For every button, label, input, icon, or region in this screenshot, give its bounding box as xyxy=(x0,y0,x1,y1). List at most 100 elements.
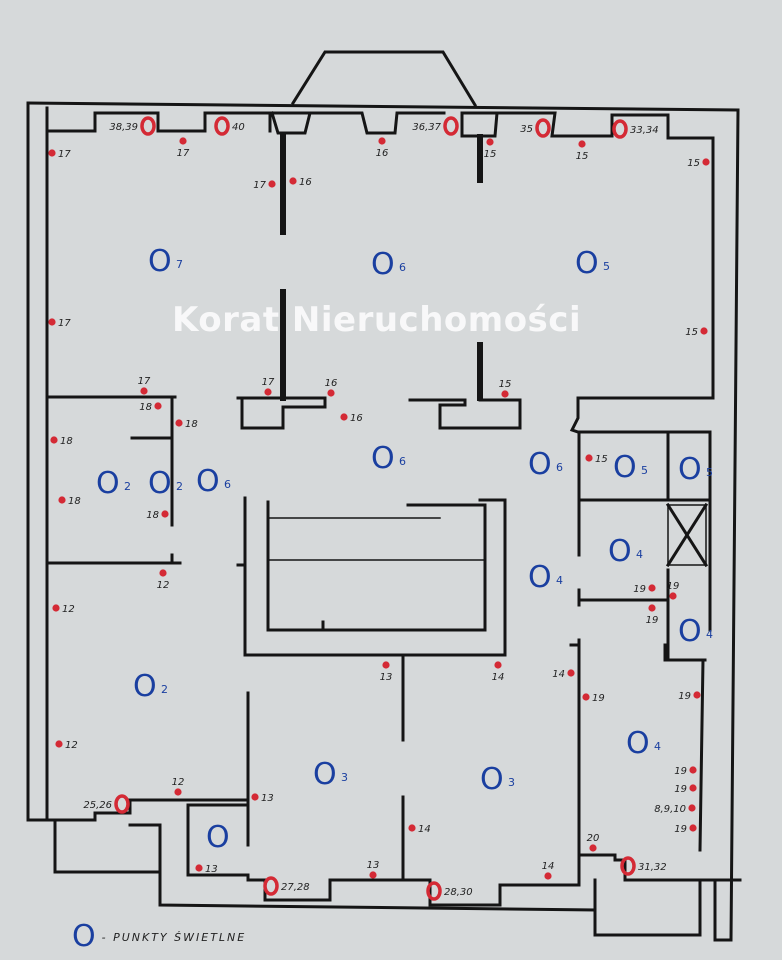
outlet-dot-icon xyxy=(340,413,348,421)
outlet: 14 xyxy=(492,661,504,683)
outlet: 17 xyxy=(48,149,71,160)
outlet-label: 16 xyxy=(376,148,389,159)
light-circuit: 2 xyxy=(161,683,168,696)
outlet: 19 xyxy=(678,691,701,702)
outlet-dot-icon xyxy=(589,844,597,852)
outlet-dot-icon xyxy=(48,318,56,326)
light-symbol: O xyxy=(371,441,395,476)
light-circuit: 2 xyxy=(124,480,131,493)
outlet-label: 19 xyxy=(667,581,680,592)
ring-icon xyxy=(140,116,156,136)
outlet-dot-icon xyxy=(689,766,697,774)
outlet-label: 15 xyxy=(576,151,589,162)
outlet-dot-icon xyxy=(382,661,390,669)
outlet-label: 19 xyxy=(674,766,687,777)
outlet-dot-icon xyxy=(578,140,586,148)
outlet-label: 13 xyxy=(261,793,274,804)
outlet-label: 18 xyxy=(185,419,198,430)
outlet-dot-icon xyxy=(175,419,183,427)
outlet-dot-icon xyxy=(179,137,187,145)
outlet: 17 xyxy=(262,377,275,396)
light-circuit: 3 xyxy=(341,771,348,784)
outlet: 13 xyxy=(367,860,380,879)
ring-label: 40 xyxy=(232,122,245,133)
outlet-label: 13 xyxy=(205,864,218,875)
outlet-label: 12 xyxy=(172,777,185,788)
light-circuit: 7 xyxy=(176,258,183,271)
light-symbol: O xyxy=(613,450,637,485)
outlet: 15 xyxy=(685,327,708,338)
outlet: 15 xyxy=(687,158,710,169)
outlet-dot-icon xyxy=(585,454,593,462)
outlet-label: 12 xyxy=(157,580,170,591)
ring-label: 35 xyxy=(520,124,533,135)
ring-label: 28,30 xyxy=(444,887,473,898)
ceiling-ring: 31,32 xyxy=(620,856,667,876)
light-circuit: 6 xyxy=(556,461,563,474)
ring-icon xyxy=(535,118,551,138)
outlet: 19 xyxy=(674,766,697,777)
outlet-dot-icon xyxy=(501,390,509,398)
light-symbol: O xyxy=(133,669,157,704)
outlet: 19 xyxy=(674,824,697,835)
light-symbol: O xyxy=(206,820,230,855)
legend-text: - PUNKTY ŚWIETLNE xyxy=(101,930,247,944)
light-symbol: O xyxy=(678,614,702,649)
outlet-dot-icon xyxy=(486,138,494,146)
outlet-dot-icon xyxy=(50,436,58,444)
walls xyxy=(26,50,742,942)
outlet: 18 xyxy=(50,436,73,447)
light-circuit: 4 xyxy=(706,628,713,641)
ring-icon xyxy=(426,881,442,901)
light-circuit: 6 xyxy=(224,478,231,491)
ceiling-ring: 40 xyxy=(214,116,245,136)
outlet-label: 12 xyxy=(62,604,75,615)
ring-icon xyxy=(620,856,636,876)
light-circuit: 4 xyxy=(654,740,661,753)
outlet: 13 xyxy=(195,864,218,875)
light-circuit: 6 xyxy=(399,455,406,468)
light-symbol: O xyxy=(528,560,552,595)
outlet-label: 15 xyxy=(687,158,700,169)
ring-icon xyxy=(114,794,130,814)
outlet-label: 8,9,10 xyxy=(654,804,686,815)
light-circuit: 4 xyxy=(636,548,643,561)
ring-label: 38,39 xyxy=(109,122,138,133)
outlet-dot-icon xyxy=(161,510,169,518)
outlet: 13 xyxy=(251,793,274,804)
outlet-label: 20 xyxy=(587,833,600,844)
outlet-label: 19 xyxy=(592,693,605,704)
outlet: 19 xyxy=(646,604,658,626)
light-circuit: 2 xyxy=(176,480,183,493)
outlet-dot-icon xyxy=(55,740,63,748)
outlet-dot-icon xyxy=(648,604,656,612)
outlet-dot-icon xyxy=(544,872,552,880)
outlet: 15 xyxy=(576,140,589,162)
outlet-label: 13 xyxy=(380,672,393,683)
outlet-label: 18 xyxy=(139,402,152,413)
outlet: 18 xyxy=(139,402,162,413)
outlet-dot-icon xyxy=(289,177,297,185)
outlet-label: 13 xyxy=(367,860,380,871)
outlet-dot-icon xyxy=(327,389,335,397)
legend: O - PUNKTY ŚWIETLNE xyxy=(72,922,246,952)
light-symbol: O xyxy=(480,762,504,797)
outlet: 12 xyxy=(157,569,170,591)
ring-icon xyxy=(612,119,628,139)
outlet: 13 xyxy=(380,661,393,683)
outlet-label: 18 xyxy=(60,436,73,447)
light-symbol: O xyxy=(148,244,172,279)
outlet-dot-icon xyxy=(195,864,203,872)
outlet-label: 14 xyxy=(542,861,555,872)
light-symbol: O xyxy=(626,726,650,761)
light-symbol: O xyxy=(608,534,632,569)
